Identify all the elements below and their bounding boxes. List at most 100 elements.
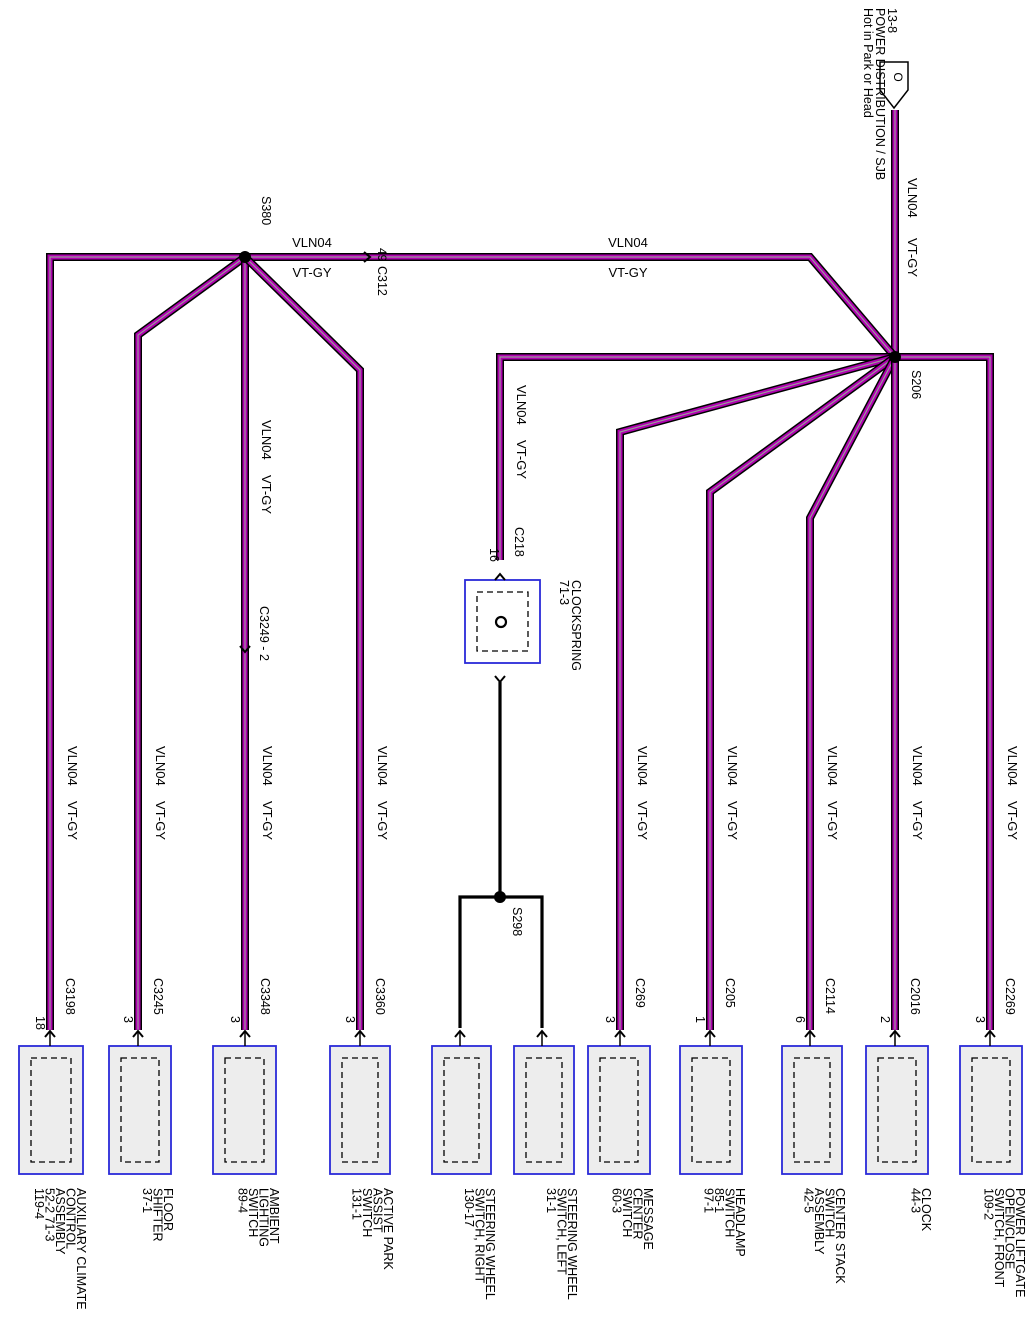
component-9-pin: 2	[878, 1016, 892, 1023]
trunk-circuit-right: VLN04	[608, 235, 648, 250]
power-source-ref: 13-8	[885, 8, 899, 33]
wires	[46, 110, 994, 1030]
headlamp-branch-gray	[709, 356, 896, 1030]
floor-shifter-branch-gray	[137, 256, 246, 1030]
component-7-pin: 1	[693, 1016, 707, 1023]
component-0-pin: 18	[33, 1016, 47, 1030]
component-2-box-inner	[224, 1057, 265, 1163]
clockspring-pin: 16	[487, 548, 501, 562]
component-3-box	[329, 1045, 391, 1175]
component-6-box	[587, 1045, 651, 1175]
component-5-name-line-1: SWITCH, LEFT	[555, 1188, 569, 1275]
center-stack-branch-gray	[809, 356, 896, 1030]
component-2-name-line-2: SWITCH	[246, 1188, 260, 1237]
component-boxes	[18, 579, 1023, 1175]
liftgate-branch-violet	[895, 354, 993, 1030]
component-9-name-line-1: 44-3	[909, 1188, 923, 1213]
component-10-pin: 3	[973, 1016, 987, 1023]
trunk-color-left: VT-GY	[292, 265, 331, 280]
component-2-name-line-3: 89-4	[236, 1188, 250, 1213]
component-10-circuit: VLN04	[1005, 746, 1020, 786]
clockspring-coil	[494, 615, 508, 629]
power-source-note: Hot in Park or Head	[861, 8, 875, 118]
power-source-name: POWER DISTRIBUTION / SJB	[873, 8, 887, 180]
component-9-box-inner	[877, 1057, 917, 1163]
clockspring-connector-mark	[494, 572, 506, 581]
component-8-name-line-3: 42-5	[802, 1188, 816, 1213]
component-10-box-inner	[971, 1057, 1011, 1163]
message-center-branch-gray	[619, 356, 896, 1030]
s206-label: S206	[909, 370, 923, 399]
component-0-color: VT-GY	[65, 801, 80, 840]
component-9-circuit: VLN04	[910, 746, 925, 786]
component-4-name-line-2: 130-17	[462, 1188, 476, 1227]
component-1-circuit: VLN04	[153, 746, 168, 786]
component-2-name-line-0: AMBIENT	[267, 1188, 281, 1244]
component-6-name-line-0: MESSAGE	[641, 1188, 655, 1250]
s298-label: S298	[510, 907, 524, 936]
component-7-circuit: VLN04	[725, 746, 740, 786]
component-3-name-line-0: ACTIVE PARK	[381, 1188, 395, 1270]
component-3-circuit: VLN04	[375, 746, 390, 786]
trunk-circuit-left: VLN04	[292, 235, 332, 250]
component-5-box	[513, 1045, 575, 1175]
c3249-mark	[239, 645, 251, 654]
clockspring-ref: 71-3	[557, 580, 571, 605]
component-3-name-line-3: 131-1	[350, 1188, 364, 1220]
clockspring-branch-gray	[499, 356, 895, 560]
component-9-name-line-0: CLOCK	[919, 1188, 933, 1232]
component-4-name-line-1: SWITCH, RIGHT	[473, 1188, 487, 1283]
component-1-name-line-1: SHIFTER	[151, 1188, 165, 1241]
component-9-color: VT-GY	[910, 801, 925, 840]
component-8-circuit: VLN04	[825, 746, 840, 786]
center-stack-branch-violet	[807, 355, 898, 1030]
center-stack-branch-outline	[806, 355, 899, 1030]
component-10-name-line-2: SWITCH, FRONT	[992, 1188, 1006, 1288]
component-7-name-line-2: 85-1	[712, 1188, 726, 1213]
component-3-name-line-1: ASSIST	[371, 1188, 385, 1233]
component-5-name-line-2: 31-1	[544, 1188, 558, 1213]
component-6-color: VT-GY	[635, 801, 650, 840]
component-7-connector: C205	[723, 978, 737, 1008]
component-9-connector: C2016	[908, 978, 922, 1015]
component-6-name-line-3: 60-3	[610, 1188, 624, 1213]
s206-dot	[889, 351, 901, 363]
power-source-connector	[879, 61, 909, 110]
component-6-circuit: VLN04	[635, 746, 650, 786]
trunk-color-right: VT-GY	[608, 265, 647, 280]
component-0-circuit: VLN04	[65, 746, 80, 786]
component-3-color: VT-GY	[375, 801, 390, 840]
component-2-name-line-1: LIGHTING	[257, 1188, 271, 1247]
component-9-box	[865, 1045, 929, 1175]
ambient-upper-circuit: VLN04	[259, 420, 274, 460]
component-0-name-line-2: ASSEMBLY	[53, 1188, 67, 1255]
c312-pin: 49	[375, 248, 389, 262]
feed-circuit: VLN04	[905, 178, 920, 218]
liftgate-branch-outline	[895, 353, 994, 1030]
component-2-box	[212, 1045, 277, 1175]
component-8-pin: 6	[793, 1016, 807, 1023]
clockspring-inner	[476, 591, 529, 652]
component-1-name-line-0: FLOOR	[161, 1188, 175, 1231]
component-4-name-line-0: STEERING WHEEL	[483, 1188, 497, 1300]
component-0-name-line-0: AUXILIARY CLIMATE	[74, 1188, 88, 1310]
component-1-box-inner	[120, 1057, 160, 1163]
power-source-connector-letter: O	[891, 72, 905, 81]
c312-mark	[363, 251, 372, 263]
clockspring-out-mark	[494, 675, 506, 684]
component-2-pin: 3	[228, 1016, 242, 1023]
component-2-circuit: VLN04	[260, 746, 275, 786]
component-6-connector: C269	[633, 978, 647, 1008]
component-3-connector: C3360	[373, 978, 387, 1015]
component-8-box	[781, 1045, 843, 1175]
component-1-pin: 3	[121, 1016, 135, 1023]
headlamp-branch-outline	[706, 353, 898, 1030]
component-5-name-line-0: STEERING WHEEL	[565, 1188, 579, 1300]
clockspring-branch-violet	[497, 354, 895, 560]
component-7-name-line-3: 97-1	[702, 1188, 716, 1213]
component-6-box-inner	[599, 1057, 639, 1163]
active-park-branch-gray	[244, 256, 361, 1030]
